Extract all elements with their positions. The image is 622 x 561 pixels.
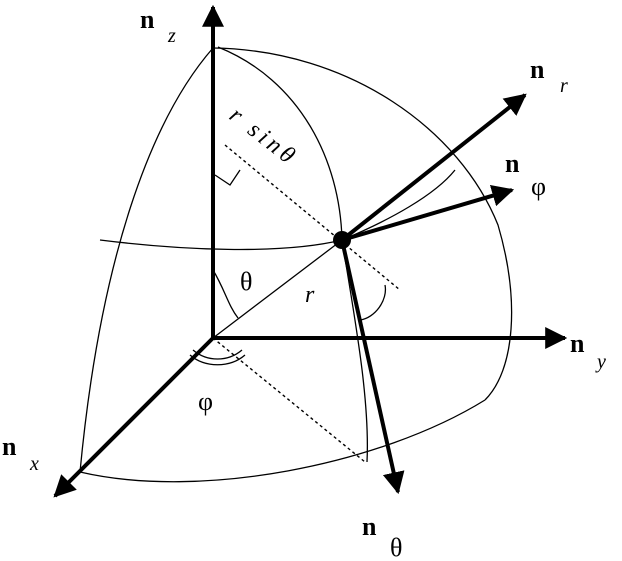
latitude-circle-left: [99, 239, 343, 251]
nphi-label-main: n: [505, 149, 520, 178]
unit-vector-phi: [341, 185, 515, 242]
ny-label-main: n: [570, 329, 585, 358]
theta-angle-arc: [212, 269, 239, 319]
ny-label-sub: y: [595, 351, 606, 373]
latitude-circle-right: [341, 169, 456, 241]
nr-label-sub: r: [560, 75, 568, 97]
ntheta-label-sub: θ: [390, 533, 402, 561]
x-axis: [53, 336, 215, 498]
point-p: [333, 231, 351, 249]
r-label: r: [305, 282, 315, 308]
phi-label: φ: [198, 387, 213, 416]
nx-label-sub: x: [29, 453, 39, 475]
point-meridian-lower: [341, 239, 369, 463]
radius-line: [212, 239, 343, 339]
theta-label: θ: [240, 267, 252, 296]
projection-dashed-line: [212, 337, 366, 463]
sphere-equator-arc: [79, 399, 486, 483]
nphi-label-sub: φ: [531, 172, 546, 201]
sphere-left-meridian: [79, 47, 214, 473]
theta-vector-angle-arc: [359, 284, 387, 321]
point-meridian-upper: [217, 46, 343, 241]
nr-label-main: n: [530, 55, 545, 84]
rsin-dashed-line: [224, 144, 401, 291]
nz-label-main: n: [140, 5, 155, 34]
nz-label-sub: z: [167, 25, 176, 47]
unit-vector-theta: [340, 239, 405, 495]
phi-angle-arc: [189, 354, 246, 366]
nx-label-main: n: [2, 432, 17, 461]
right-angle-marker: [214, 169, 241, 186]
ntheta-label-main: n: [362, 512, 377, 541]
unit-vector-r: [340, 93, 527, 242]
rsin-label: r sinθ: [224, 102, 302, 171]
